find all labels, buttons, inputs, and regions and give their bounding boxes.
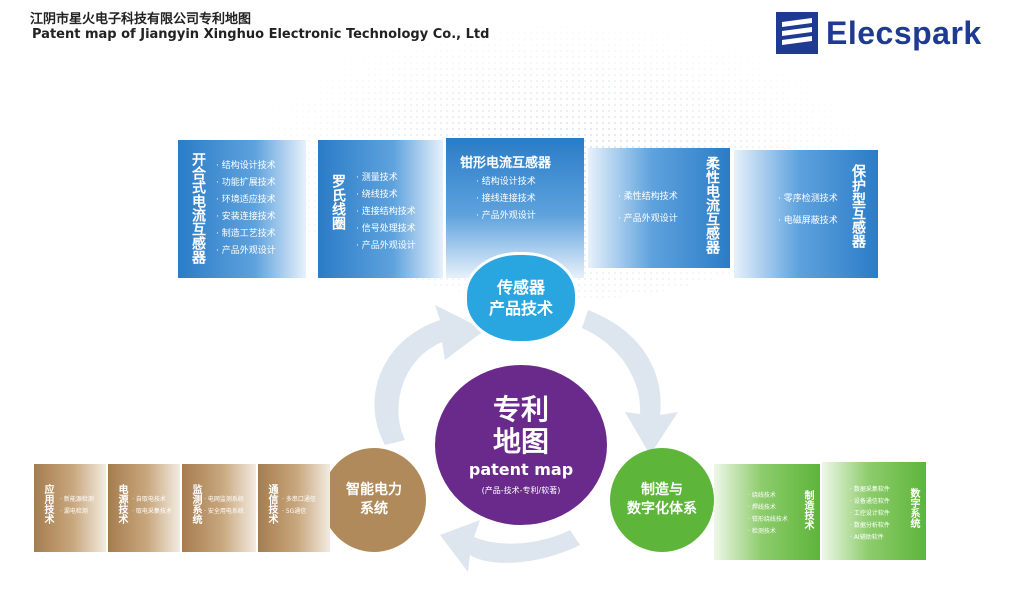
center-note: (产品-技术-专利/软著) <box>481 486 561 495</box>
panel-power-supply-tech: 电源技术 · 自取电技术 · 取电采集技术 <box>108 464 180 552</box>
hub-line: 数字化体系 <box>627 501 697 517</box>
list-item: · 功能扩展技术 <box>216 178 276 188</box>
panel-title: 罗氏线圈 <box>330 174 346 230</box>
hub-line: 智能电力 <box>346 482 402 498</box>
list-item: · 电磁屏蔽技术 <box>778 216 838 226</box>
logo-stripes-icon <box>776 12 818 54</box>
list-item: · 接线连接技术 <box>476 194 536 204</box>
cycle-arrows <box>374 305 678 572</box>
list-item: · 结构设计技术 <box>216 161 276 171</box>
hub-sensor-technology: 传感器 产品技术 <box>464 252 578 344</box>
hub-smart-power-system: 智能电力 系统 <box>322 448 426 552</box>
list-item: · 新能源检测 <box>60 496 94 503</box>
hub-line: 传感器 <box>496 278 545 297</box>
list-item: · 漏电检测 <box>60 508 88 515</box>
panel-rogowski-coil: 罗氏线圈 · 测量技术 · 绕线技术 · 连接结构技术 · 信号处理技术 · 产… <box>318 140 443 278</box>
list-item: · 制造工艺技术 <box>216 229 276 239</box>
hub-manufacturing-digital: 制造与 数字化体系 <box>610 448 714 552</box>
panel-title: 通信技术 <box>266 484 277 524</box>
panel-title: 制造技术 <box>802 490 813 530</box>
panel-items: · 零序检测技术 · 电磁屏蔽技术 <box>778 188 838 232</box>
panel-items: · 数据采集软件 · 设备通信软件 · 工控设计软件 · 数据分析软件 · AI… <box>850 484 890 544</box>
panel-application-tech: 应用技术 · 新能源检测 · 漏电检测 <box>34 464 106 552</box>
panel-items: · 新能源检测 · 漏电检测 <box>60 494 94 518</box>
panel-protective-ct: · 零序检测技术 · 电磁屏蔽技术 保护型互感器 <box>734 150 878 278</box>
panel-title: 监测系统 <box>190 484 201 524</box>
list-item: · 柔性结构技术 <box>618 192 678 202</box>
panel-digital-system: · 数据采集软件 · 设备通信软件 · 工控设计软件 · 数据分析软件 · AI… <box>822 462 926 560</box>
list-item: · 数据采集软件 <box>850 486 890 493</box>
list-item: · 绕线技术 <box>356 190 398 200</box>
panel-split-core-ct: 开合式电流互感器 · 结构设计技术 · 功能扩展技术 · 环境适应技术 · 安装… <box>178 140 306 278</box>
list-item: · 设备通信软件 <box>850 498 890 505</box>
list-item: · 自取电技术 <box>132 496 166 503</box>
list-item: · 工控设计软件 <box>850 510 890 517</box>
panel-communication-tech: 通信技术 · 多串口通信 · 5G通信 <box>258 464 330 552</box>
company-logo: Elecspark <box>776 12 982 54</box>
panel-items: · 自取电技术 · 取电采集技术 <box>132 494 172 518</box>
panel-title: 电源技术 <box>116 484 127 524</box>
list-item: · 数据分析软件 <box>850 522 890 529</box>
list-item: · 产品外观设计 <box>216 246 276 256</box>
panel-manufacturing-tech: · 绕线技术 · 焊线技术 · 钳形绕线技术 · 检测技术 制造技术 <box>714 464 820 560</box>
list-item: · AI辅助软件 <box>850 534 884 541</box>
list-item: · 产品外观设计 <box>356 241 416 251</box>
list-item: · 测量技术 <box>356 173 398 183</box>
panel-title: 保护型互感器 <box>850 164 866 248</box>
center-subtitle: patent map <box>468 460 574 479</box>
panel-items: · 柔性结构技术 · 产品外观设计 <box>618 186 678 230</box>
panel-title: 数字系统 <box>908 488 919 528</box>
panel-title: 应用技术 <box>42 484 53 524</box>
hub-line: 产品技术 <box>488 299 553 318</box>
list-item: · 安装连接技术 <box>216 212 276 222</box>
hub-line: 系统 <box>360 501 388 517</box>
list-item: · 安全用电系统 <box>204 508 244 515</box>
center-title-line1: 专利 <box>492 393 549 426</box>
panel-title: 开合式电流互感器 <box>190 152 206 264</box>
panel-title: 钳形电流互感器 <box>460 156 552 171</box>
page-title-en: Patent map of Jiangyin Xinghuo Electroni… <box>32 27 490 42</box>
center-title-line2: 地图 <box>492 425 549 458</box>
list-item: · 环境适应技术 <box>216 195 276 205</box>
page-title-cn: 江阴市星火电子科技有限公司专利地图 <box>30 12 252 27</box>
list-item: · 产品外观设计 <box>476 211 536 221</box>
panel-items: · 多串口通信 · 5G通信 <box>282 494 316 518</box>
list-item: · 取电采集技术 <box>132 508 172 515</box>
list-item: · 信号处理技术 <box>356 224 416 234</box>
list-item: · 焊线技术 <box>748 504 776 511</box>
list-item: · 零序检测技术 <box>778 194 838 204</box>
list-item: · 绕线技术 <box>748 492 776 499</box>
panel-flexible-ct: · 柔性结构技术 · 产品外观设计 柔性电流互感器 <box>588 148 730 268</box>
center-patent-map: 专利 地图 patent map (产品-技术-专利/软著) <box>435 365 607 525</box>
list-item: · 连接结构技术 <box>356 207 416 217</box>
panel-items: · 电网监测系统 · 安全用电系统 <box>204 494 244 518</box>
list-item: · 结构设计技术 <box>476 177 536 187</box>
panel-items: · 绕线技术 · 焊线技术 · 钳形绕线技术 · 检测技术 <box>748 490 788 538</box>
logo-wordmark: Elecspark <box>826 14 982 51</box>
list-item: · 检测技术 <box>748 528 776 535</box>
list-item: · 5G通信 <box>282 508 307 515</box>
hub-line: 制造与 <box>641 482 683 498</box>
list-item: · 电网监测系统 <box>204 496 244 503</box>
list-item: · 多串口通信 <box>282 496 316 503</box>
panel-items: · 测量技术 · 绕线技术 · 连接结构技术 · 信号处理技术 · 产品外观设计 <box>356 170 416 255</box>
panel-items: · 结构设计技术 · 功能扩展技术 · 环境适应技术 · 安装连接技术 · 制造… <box>216 158 276 260</box>
panel-monitoring-system: 监测系统 · 电网监测系统 · 安全用电系统 <box>182 464 256 552</box>
list-item: · 产品外观设计 <box>618 214 678 224</box>
panel-clamp-ct: 钳形电流互感器 · 结构设计技术 · 接线连接技术 · 产品外观设计 <box>446 138 584 278</box>
panel-title: 柔性电流互感器 <box>704 156 720 254</box>
panel-items: · 结构设计技术 · 接线连接技术 · 产品外观设计 <box>476 174 536 225</box>
list-item: · 钳形绕线技术 <box>748 516 788 523</box>
